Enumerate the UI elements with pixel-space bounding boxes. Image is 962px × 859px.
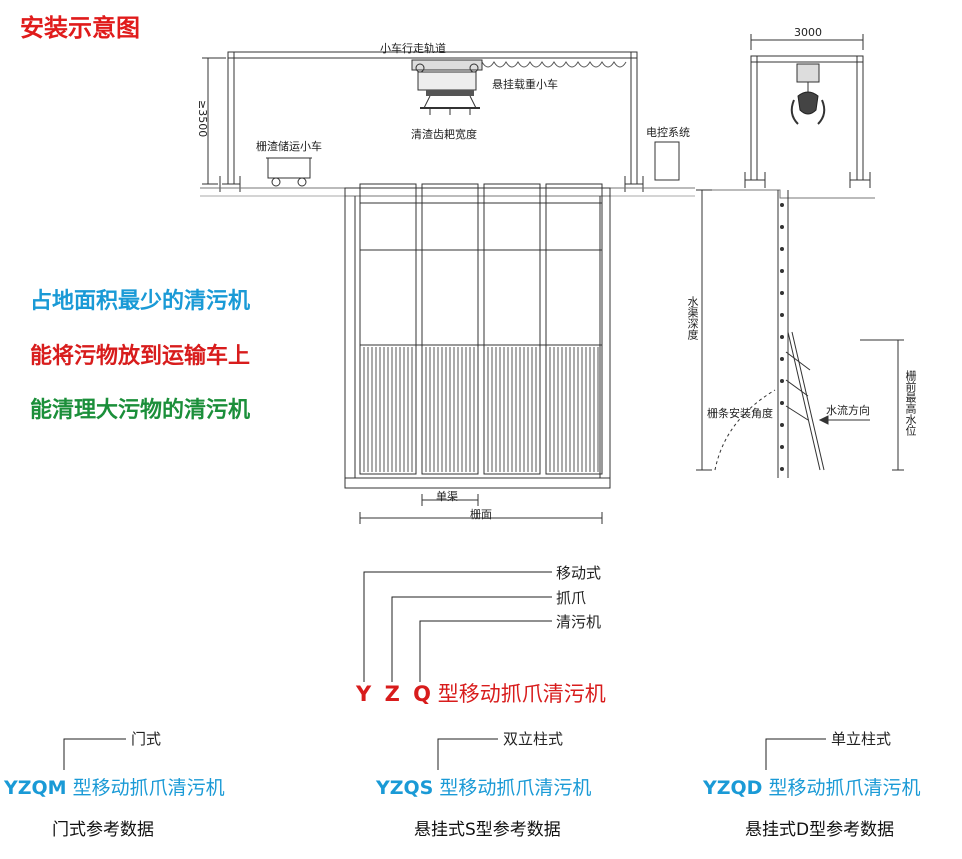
variant-note-s: 双立柱式: [503, 730, 564, 748]
slogan-3: 能清理大污物的清污机: [30, 398, 251, 423]
bar-dot: [780, 335, 784, 339]
code-meaning-1: 移动式: [556, 564, 602, 582]
model-code-main: Y Z Q 型移动抓爪清污机: [356, 678, 606, 708]
angle-arc: [714, 389, 776, 471]
bar-dot: [780, 203, 784, 207]
variant-code-m: YZQM 型移动抓爪清污机: [4, 777, 225, 799]
max-level-dimension: [860, 339, 904, 471]
grab-claw: [790, 63, 826, 125]
code-meaning-3: 清污机: [556, 613, 602, 631]
label-water-depth: 水渠深度: [686, 296, 699, 340]
label-single-channel: 单渠: [436, 490, 458, 503]
code-letter-z: Z: [384, 682, 400, 706]
label-max-level: 栅前最高水位: [904, 370, 917, 436]
bar-dot: [780, 313, 784, 317]
bar-dot: [780, 445, 784, 449]
depth-dimension: [696, 189, 712, 471]
label-grid-face: 栅面: [470, 508, 492, 521]
side-view-frame: [744, 34, 871, 188]
bar-dot: [780, 225, 784, 229]
trolley: [411, 59, 483, 115]
control-cabinet: [654, 141, 680, 181]
slogan-2: 能将污物放到运输车上: [30, 344, 251, 369]
variant-note-d: 单立柱式: [831, 730, 892, 748]
code-letter-y: Y: [356, 682, 372, 706]
label-span: 3000: [794, 26, 822, 39]
flow-arrow: [818, 415, 870, 425]
height-dimension: [202, 57, 226, 185]
code-meaning-2: 抓爪: [556, 589, 587, 607]
grid-panels: [359, 183, 603, 475]
channel-pit: [344, 187, 611, 489]
bar-dot: [780, 269, 784, 273]
grid-bars: [363, 347, 599, 472]
side-ground: [700, 189, 875, 199]
label-control: 电控系统: [646, 126, 690, 139]
bar-dot: [780, 291, 784, 295]
label-flow: 水流方向: [826, 404, 870, 417]
inclined-grid: [785, 331, 825, 471]
slogan-1: 占地面积最少的清污机: [30, 289, 251, 314]
bar-dot: [780, 357, 784, 361]
bar-dot: [780, 467, 784, 471]
ground-line: [200, 187, 695, 197]
label-trolley: 悬挂载重小车: [492, 78, 558, 91]
bar-dot: [780, 423, 784, 427]
cable-festoon: [469, 61, 627, 68]
bar-dot: [780, 247, 784, 251]
label-height: ≥3500: [196, 100, 209, 138]
bar-dot: [780, 401, 784, 405]
variant-note-m: 门式: [131, 730, 162, 748]
side-bar-dots: [780, 203, 784, 471]
gantry-frame: [219, 51, 644, 192]
label-angle: 栅条安装角度: [707, 407, 773, 420]
label-rake-width: 清渣齿耙宽度: [411, 128, 477, 141]
variant-caption-d: 悬挂式D型参考数据: [745, 820, 895, 840]
variant-caption-s: 悬挂式S型参考数据: [414, 820, 561, 840]
page-title: 安装示意图: [20, 14, 140, 42]
bottom-dimensions: [359, 494, 603, 524]
side-channel-wall: [777, 190, 789, 478]
code-bracket-lines: [63, 571, 826, 770]
model-code-name: 型移动抓爪清污机: [437, 682, 606, 706]
variant-code-d: YZQD 型移动抓爪清污机: [703, 777, 921, 799]
variant-code-s: YZQS 型移动抓爪清污机: [376, 777, 592, 799]
bar-dot: [780, 379, 784, 383]
storage-cart: [266, 157, 312, 187]
label-track: 小车行走轨道: [380, 42, 446, 55]
label-storage-cart: 栅渣储运小车: [256, 140, 322, 153]
code-letter-q: Q: [413, 682, 432, 706]
variant-caption-m: 门式参考数据: [52, 820, 154, 840]
